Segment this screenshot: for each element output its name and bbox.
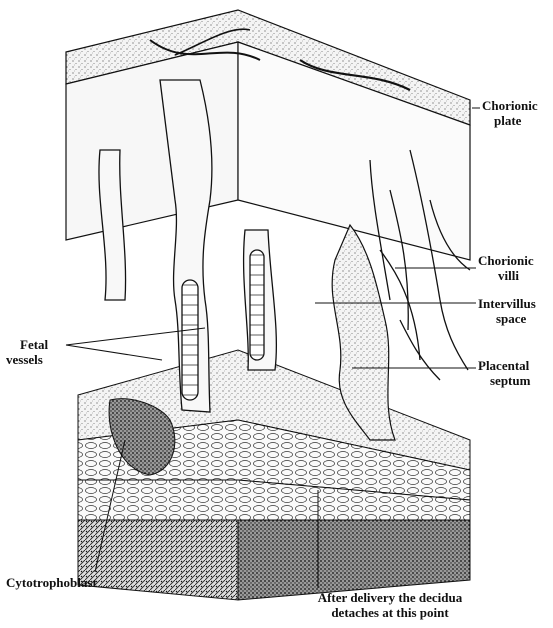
label-fetal-vessels: Fetal vessels (6, 337, 48, 367)
decidua-layers (78, 350, 470, 600)
chorionic-plate (66, 10, 470, 260)
label-placental-septum: Placental septum (478, 358, 530, 388)
label-decidua-note: After delivery the decidua detaches at t… (290, 590, 490, 620)
label-chorionic-plate: Chorionic plate (482, 98, 538, 128)
label-cytotrophoblast: Cytotrophoblast (6, 575, 97, 590)
label-chorionic-villi: Chorionic villi (478, 253, 534, 283)
label-intervillus-space: Intervillus space (478, 296, 536, 326)
